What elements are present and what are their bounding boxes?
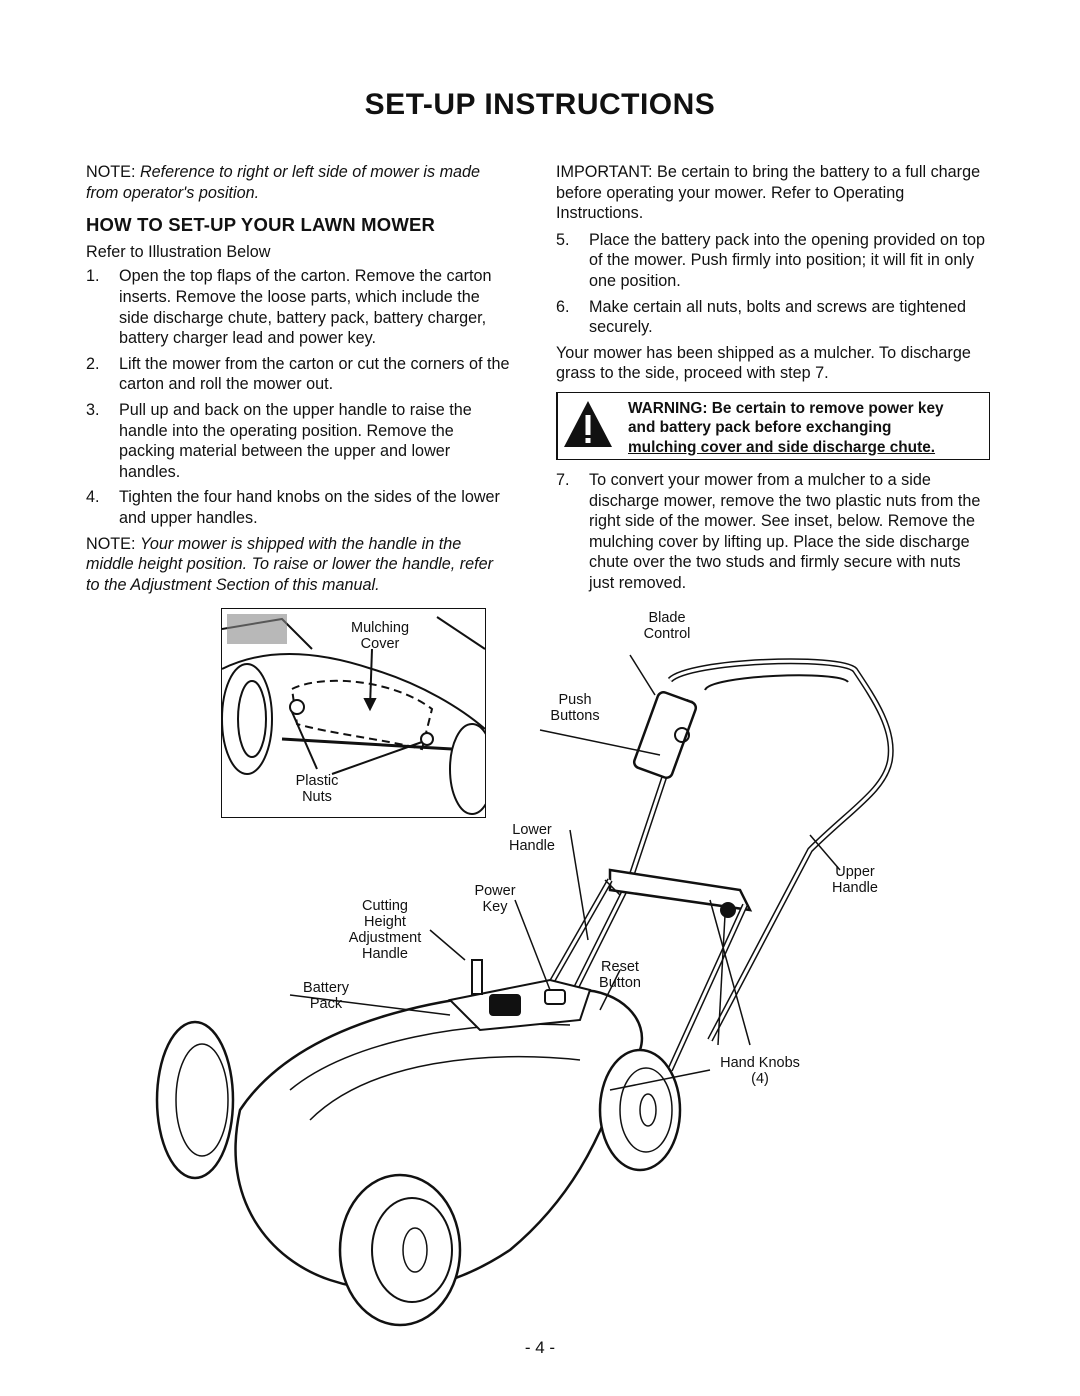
left-column: NOTE: Reference to right or left side of… bbox=[86, 162, 510, 607]
lawn-mower-illustration bbox=[155, 654, 894, 1327]
label-mulching-cover: Mulching Cover bbox=[350, 620, 410, 652]
step-text: Tighten the four hand knobs on the sides… bbox=[119, 488, 500, 527]
warning-line: and battery pack before exchanging bbox=[628, 419, 892, 437]
step-text: To convert your mower from a mulcher to … bbox=[589, 470, 981, 592]
steps-list-left: 1. Open the top flaps of the carton. Remo… bbox=[86, 266, 510, 528]
important-label: IMPORTANT: bbox=[556, 163, 653, 181]
step-number: 2. bbox=[86, 354, 100, 373]
step-text: Lift the mower from the carton or cut th… bbox=[119, 354, 510, 394]
label-reset-button: Reset Button bbox=[599, 959, 641, 991]
label-hand-knobs: Hand Knobs (4) bbox=[720, 1055, 800, 1087]
list-item: 1. Open the top flaps of the carton. Remo… bbox=[86, 266, 510, 348]
list-item: 7. To convert your mower from a mulcher t… bbox=[556, 470, 990, 594]
step-number: 7. bbox=[556, 470, 570, 489]
label-blade-control: Blade Control bbox=[643, 610, 691, 642]
label-upper-handle: Upper Handle bbox=[832, 864, 878, 896]
list-item: 5. Place the battery pack into the openin… bbox=[556, 230, 990, 292]
step-number: 3. bbox=[86, 400, 100, 419]
label-push-buttons: Push Buttons bbox=[550, 692, 600, 724]
label-power-key: Power Key bbox=[474, 883, 516, 915]
note-reference: NOTE: Reference to right or left side of… bbox=[86, 162, 510, 203]
section-heading: HOW TO SET-UP YOUR LAWN MOWER bbox=[86, 214, 436, 236]
warning-text: WARNING: Be certain to remove power key … bbox=[628, 399, 981, 458]
step-text: Place the battery pack into the opening … bbox=[589, 230, 985, 290]
inset-illustration bbox=[222, 614, 485, 815]
note-handle: NOTE: Your mower is shipped with the han… bbox=[86, 534, 510, 596]
label-plastic-nuts: Plastic Nuts bbox=[295, 773, 339, 805]
warning-triangle-icon bbox=[562, 396, 614, 451]
list-item: 2. Lift the mower from the carton or cut … bbox=[86, 354, 510, 395]
mulching-cover-inset bbox=[221, 608, 486, 818]
note-text: Your mower is shipped with the handle in… bbox=[86, 534, 494, 594]
list-item: 4. Tighten the four hand knobs on the sid… bbox=[86, 487, 510, 528]
page-title: SET-UP INSTRUCTIONS bbox=[364, 88, 716, 121]
list-item: 6. Make certain all nuts, bolts and screw… bbox=[556, 297, 990, 338]
important-note: IMPORTANT: Be certain to bring the batte… bbox=[556, 162, 990, 224]
warning-box: WARNING: Be certain to remove power key … bbox=[556, 391, 990, 460]
note-text: Reference to right or left side of mower… bbox=[86, 163, 481, 202]
shipped-text: Your mower has been shipped as a mulcher… bbox=[556, 343, 971, 383]
steps-list-right-b: 7. To convert your mower from a mulcher t… bbox=[556, 470, 990, 594]
step-number: 4. bbox=[86, 488, 100, 507]
step-number: 1. bbox=[86, 267, 100, 286]
label-battery-pack: Battery Pack bbox=[303, 980, 349, 1012]
right-column: IMPORTANT: Be certain to bring the batte… bbox=[556, 162, 990, 599]
list-item: 3. Pull up and back on the upper handle t… bbox=[86, 400, 510, 482]
note-label: NOTE: bbox=[86, 534, 136, 553]
page-number: - 4 - bbox=[524, 1338, 556, 1357]
step-text: Open the top flaps of the carton. Remove… bbox=[119, 267, 492, 348]
warning-line: WARNING: Be certain to remove power key bbox=[628, 399, 944, 417]
warning-line: mulching cover and side discharge chute. bbox=[628, 438, 936, 456]
steps-list-right-a: 5. Place the battery pack into the openin… bbox=[556, 230, 990, 338]
step-number: 6. bbox=[556, 297, 570, 316]
label-cutting-height-adjustment-handle: Cutting Height Adjustment Handle bbox=[348, 898, 422, 962]
note-label: NOTE: bbox=[86, 163, 136, 181]
step-text: Pull up and back on the upper handle to … bbox=[119, 400, 472, 481]
refer-text: Refer to Illustration Below bbox=[86, 242, 271, 261]
label-lower-handle: Lower Handle bbox=[509, 822, 555, 854]
step-number: 5. bbox=[556, 230, 570, 249]
step-text: Make certain all nuts, bolts and screws … bbox=[589, 297, 967, 337]
important-text: Be certain to bring the battery to a ful… bbox=[556, 163, 981, 223]
